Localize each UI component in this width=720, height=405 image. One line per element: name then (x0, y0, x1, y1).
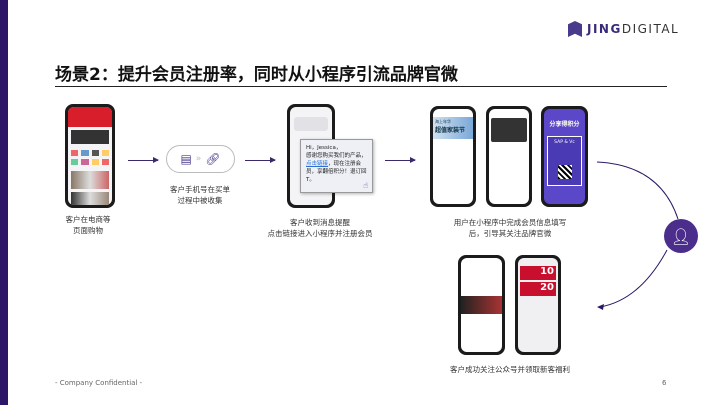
sms-link[interactable]: 点击链接 (306, 161, 329, 167)
step2-label: 客户手机号在买单过程中被收集 (170, 185, 230, 205)
arrow-2 (245, 157, 276, 163)
coupon-20[interactable]: 20 (520, 282, 556, 296)
miniprogram-form-phone: 海上年华超值家装节 (430, 106, 476, 207)
qr-code (557, 165, 572, 179)
coupon-10[interactable]: 10 (520, 266, 556, 280)
title-divider (55, 86, 667, 87)
miniprogram-share-phone: 分享得积分 SAP & Vc (541, 106, 588, 207)
confidential-footer: - Company Confidential - (55, 379, 143, 387)
arrow-1 (128, 157, 159, 163)
collect-phone-pill: ▤»🔗︎ (166, 145, 235, 173)
brand-logo: JINGDIGITAL (568, 21, 679, 37)
step5-label: 客户成功关注公众号并领取新客福利 (450, 365, 570, 374)
arrow-3 (385, 157, 416, 163)
receipt-icon: ▤ (180, 152, 192, 166)
logo-text-bold: JING (587, 22, 622, 36)
official-account-phone (458, 255, 505, 355)
official-account-avatar-icon: 👤︎ (664, 219, 698, 253)
chevrons-icon: » (195, 154, 202, 164)
link-icon: 🔗︎ (205, 152, 221, 166)
page-title: 场景2：提升会员注册率，同时从小程序引流品牌官微 (55, 65, 458, 85)
step4-label: 用户在小程序中完成会员信息填写后，引导其关注品牌官微 (453, 218, 567, 238)
page-number: 6 (662, 379, 667, 387)
ecommerce-phone (65, 104, 115, 208)
miniprogram-member-phone (486, 106, 532, 207)
tap-hand-icon: ☝ (363, 181, 368, 190)
left-accent-bar (0, 0, 8, 405)
step1-label: 客户在电商等页面购物 (65, 215, 111, 235)
step3-label: 客户收到消息提醒点击链接进入小程序并注册会员 (267, 218, 373, 238)
logo-text: DIGITAL (621, 22, 680, 36)
logo-icon (568, 21, 582, 37)
sms-bubble: Hi，Jessica， 感谢您购买我们的产品，点击链接，现在注册会员，享翻倍积分… (300, 139, 373, 193)
coupon-phone: 10 20 (515, 255, 561, 355)
